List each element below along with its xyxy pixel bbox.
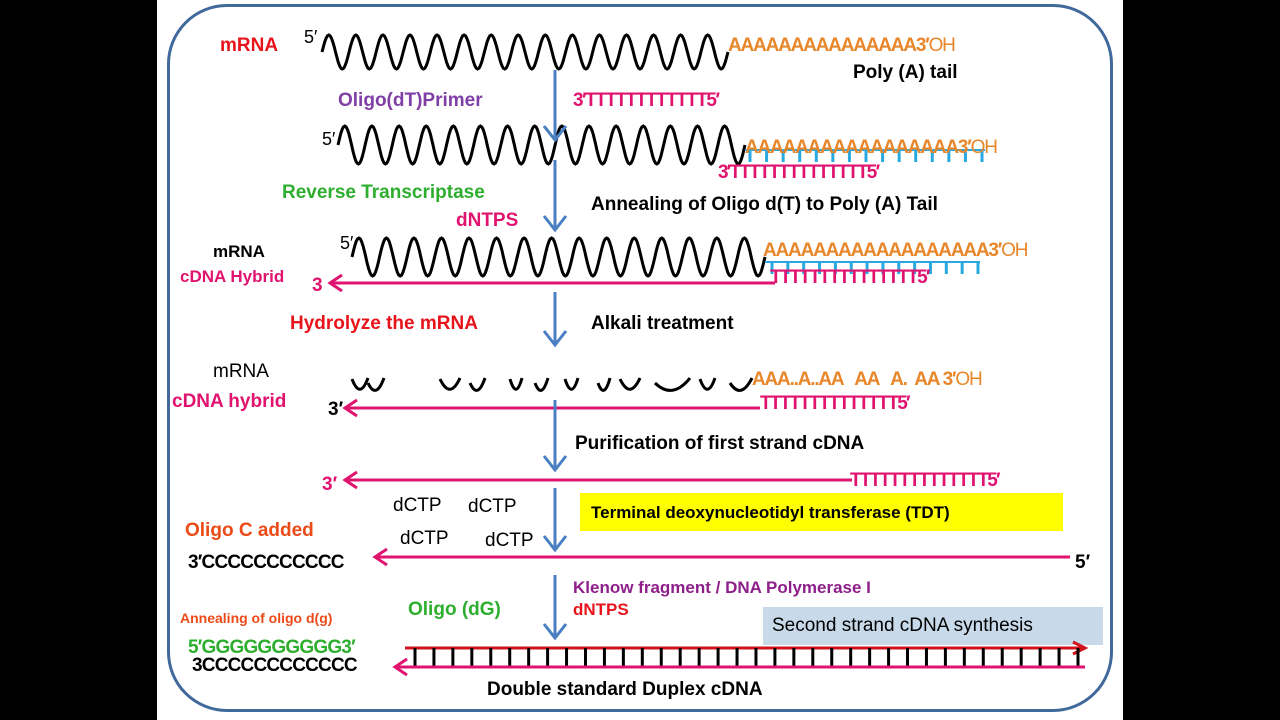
- arrow-head-icon: [542, 125, 568, 143]
- annealing-oligo-dg-label: Annealing of oligo d(g): [180, 610, 333, 626]
- annealed-primer: 3′TTTTTTTTTTTTTT5′: [718, 162, 880, 183]
- purification-label: Purification of first strand cDNA: [575, 433, 865, 454]
- arrow-head-icon: [372, 547, 388, 567]
- arrow-head-icon: [542, 455, 568, 473]
- arrow-head-icon: [327, 273, 343, 293]
- poly-a: AAAAAAAAAAAAAAAAAA3′OH: [763, 240, 1028, 261]
- arrow-head-icon: [542, 330, 568, 348]
- alkali-treatment-label: Alkali treatment: [591, 313, 734, 334]
- dctp-label: dCTP: [485, 530, 534, 551]
- mrna-fragment: [653, 377, 692, 392]
- synthesis-box: [763, 607, 1103, 645]
- poly-a-tail-label: Poly (A) tail: [853, 62, 958, 83]
- degraded-poly-a: AAA..A..AA AA A. AA 3′OH: [752, 369, 983, 390]
- five-prime: 5′: [340, 233, 354, 253]
- dntps-label: dNTPS: [573, 600, 629, 619]
- second-strand-label: Second strand cDNA synthesis: [772, 615, 1033, 636]
- mrna-strand: [320, 33, 730, 71]
- klenow-label: Klenow fragment / DNA Polymerase I: [573, 578, 871, 597]
- mrna-fragment: [533, 377, 550, 392]
- mrna-fragment: [563, 377, 580, 391]
- oligo-dt-primer: 3′TTTTTTTTTTTT5′: [573, 90, 720, 111]
- dctp-label: dCTP: [400, 528, 449, 549]
- cdna-hybrid-label: cDNA Hybrid: [180, 267, 285, 286]
- dntps-label: dNTPS: [456, 210, 519, 231]
- arrow-head-icon: [542, 623, 568, 641]
- arrow-head-icon: [392, 657, 408, 677]
- mrna-label: mRNA: [220, 35, 279, 56]
- mrna-fragment: [596, 377, 612, 392]
- mrna-fragment: [438, 377, 462, 391]
- primer: TTTTTTTTTTTTTT5′: [760, 393, 911, 414]
- five-prime: 5′: [304, 27, 318, 47]
- primer: TTTTTTTTTTTTTT5′: [850, 470, 1001, 491]
- arrow-head-icon: [542, 215, 568, 233]
- mrna-fragment: [698, 377, 717, 391]
- mrna-fragment: [728, 377, 754, 392]
- mrna-label: mRNA: [213, 242, 265, 261]
- cdna-hybrid-label: cDNA hybrid: [172, 391, 287, 412]
- five-prime: 5′: [1075, 552, 1091, 573]
- oligo-dg-label: Oligo (dG): [408, 599, 501, 620]
- poly-a: AAAAAAAAAAAAAAA3′OH: [728, 35, 956, 56]
- dctp-label: dCTP: [393, 495, 442, 516]
- mrna-strand: [350, 236, 767, 278]
- poly-a: AAAAAAAAAAAAAAAAA3′OH: [745, 137, 998, 158]
- mrna-fragment: [350, 377, 370, 391]
- arrow-head-icon: [542, 535, 568, 553]
- mrna-strand: [336, 124, 747, 166]
- annealing-description: Annealing of Oligo d(T) to Poly (A) Tail: [591, 194, 938, 215]
- oligo-c-strand: 3CCCCCCCCCCCC: [192, 655, 358, 676]
- mrna-fragment: [508, 377, 524, 391]
- arrow-head-icon: [342, 398, 358, 418]
- oligo-dt-primer-label: Oligo(dT)Primer: [338, 90, 483, 111]
- five-prime: 5′: [322, 129, 336, 149]
- oligo-c-tail: 3′CCCCCCCCCCC: [188, 552, 344, 573]
- reverse-transcriptase-label: Reverse Transcriptase: [282, 182, 485, 203]
- three-prime-end: 3′: [328, 399, 344, 420]
- duplex-caption: Double standard Duplex cDNA: [487, 679, 763, 700]
- tdt-label: Terminal deoxynucleotidyl transferase (T…: [591, 503, 950, 522]
- mrna-fragment: [618, 377, 642, 391]
- hydrolyze-label: Hydrolyze the mRNA: [290, 313, 478, 334]
- slide-panel: [157, 0, 1123, 720]
- oligo-g-strand: 5′GGGGGGGGGG3′: [188, 637, 356, 658]
- rounded-frame: [167, 4, 1113, 712]
- primer: TTTTTTTTTTTTTTT5′: [770, 267, 930, 288]
- mrna-fragment: [366, 377, 386, 392]
- mrna-fragment: [468, 377, 487, 392]
- tdt-box: [580, 493, 1063, 531]
- mrna-label: mRNA: [213, 361, 269, 382]
- arrow-head-icon: [342, 470, 358, 490]
- three-prime-end: 3′: [322, 474, 338, 495]
- dctp-label: dCTP: [468, 496, 517, 517]
- oligo-c-added-label: Oligo C added: [185, 520, 314, 541]
- three-prime-end: 3: [312, 275, 323, 296]
